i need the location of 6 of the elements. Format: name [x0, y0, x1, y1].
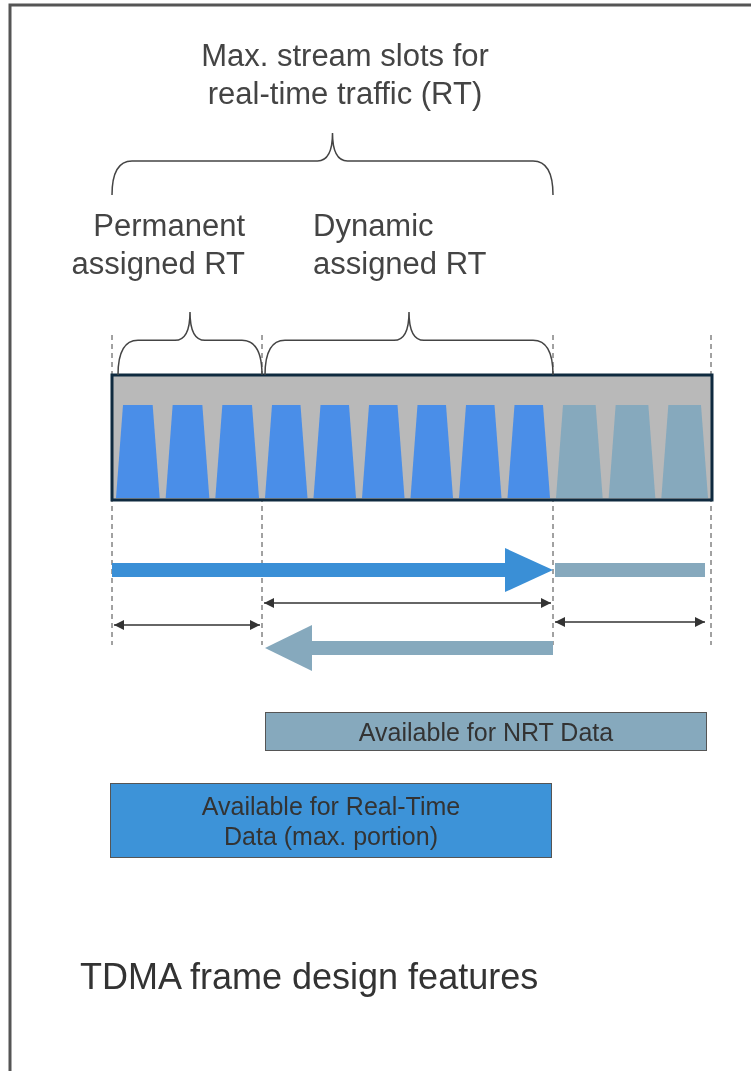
caption: TDMA frame design features [80, 955, 539, 999]
label-box: Available for Real-Time Data (max. portion) [110, 783, 552, 858]
annotation-text: Max. stream slots for real-time traffic (RT) [200, 37, 490, 113]
label-box: Available for NRT Data [265, 712, 707, 751]
annotation-text: Permanent assigned RT [70, 207, 245, 283]
annotation-text: Dynamic assigned RT [313, 207, 488, 283]
